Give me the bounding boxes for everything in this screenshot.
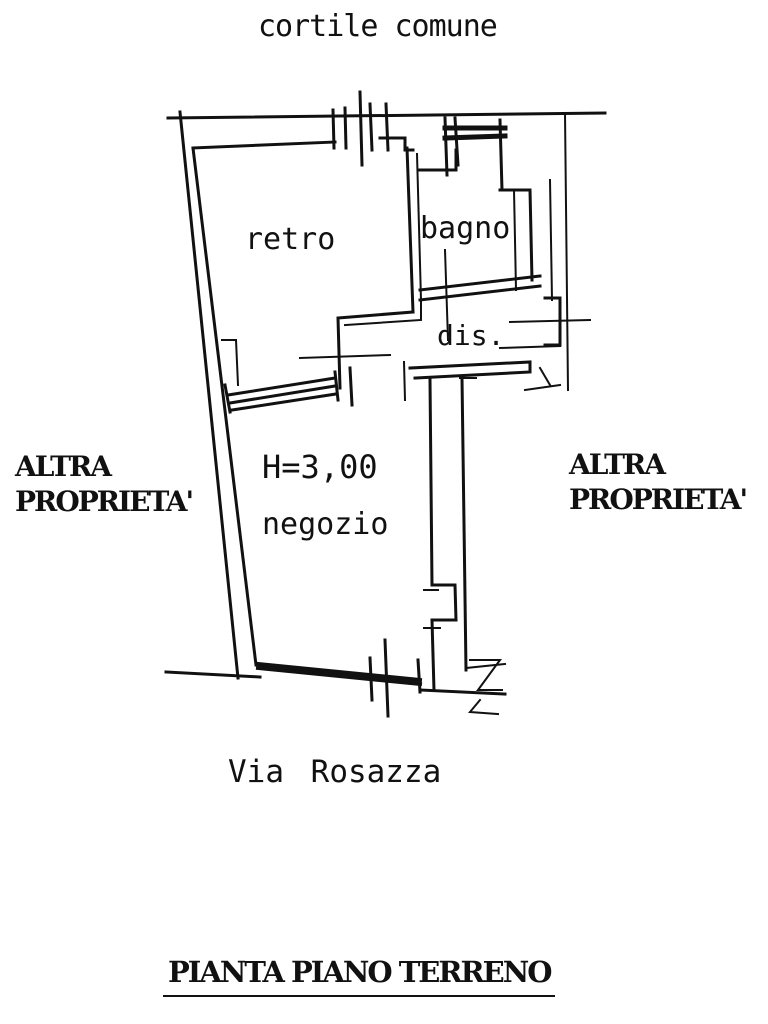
dis-small-jambs [402,360,562,402]
negozio-right-jogs [423,589,441,629]
title-underline [163,995,555,997]
storefront-wall [255,661,423,687]
ceiling-height-label: H=3,00 [262,448,378,486]
left-wall-inner [191,146,258,667]
entrance-break-symbol [467,659,503,716]
street-label: Via Rosazza [228,754,442,790]
top-opening-2 [442,125,508,141]
retro-step-2 [343,299,422,327]
right-neighbor-line2: PROPRIETA' [569,483,748,516]
left-neighbor-line2: PROPRIETA' [15,485,194,518]
dis-bottom-wall [408,360,532,380]
bagno-right-wall-2 [512,188,518,292]
retro-left-corner [221,339,240,387]
top-right-boundary [563,111,570,392]
top-opening-1 [331,90,390,167]
room-label-negozio: negozio [262,507,389,542]
bagno-stub-lines [443,178,554,342]
entrance-step [418,688,507,696]
bagno-left-wall [416,148,458,172]
retro-top-wall [191,140,337,150]
negozio-right-wall-1 [428,378,458,692]
right-neighbor-line1: ALTRA [569,448,666,481]
plan-title: PIANTA PIANO TERRENO [168,955,552,989]
retro-top-wall-2 [378,136,415,152]
partition-ends [223,366,354,414]
dis-left-cross [298,353,392,360]
storefront-jambs [368,638,422,718]
room-label-dis: dis. [437,319,505,352]
entrance-side [464,662,507,670]
retro-right-wall [405,146,415,314]
negozio-right-wall-2 [460,376,468,672]
bagno-bottom-wall [418,274,542,302]
room-label-bagno: bagno [420,211,511,246]
left-neighbor-line1: ALTRA [15,450,112,483]
bottom-boundary-line [164,670,262,679]
bagno-right-wall [498,188,534,282]
retro-right-wall-2 [415,152,423,302]
retro-step [336,310,415,390]
room-label-retro: retro [245,222,336,257]
partition-wall [226,376,338,412]
dis-door-lines [498,318,592,350]
left-wall-outer [178,110,240,680]
courtyard-label: cortile comune [258,9,498,44]
